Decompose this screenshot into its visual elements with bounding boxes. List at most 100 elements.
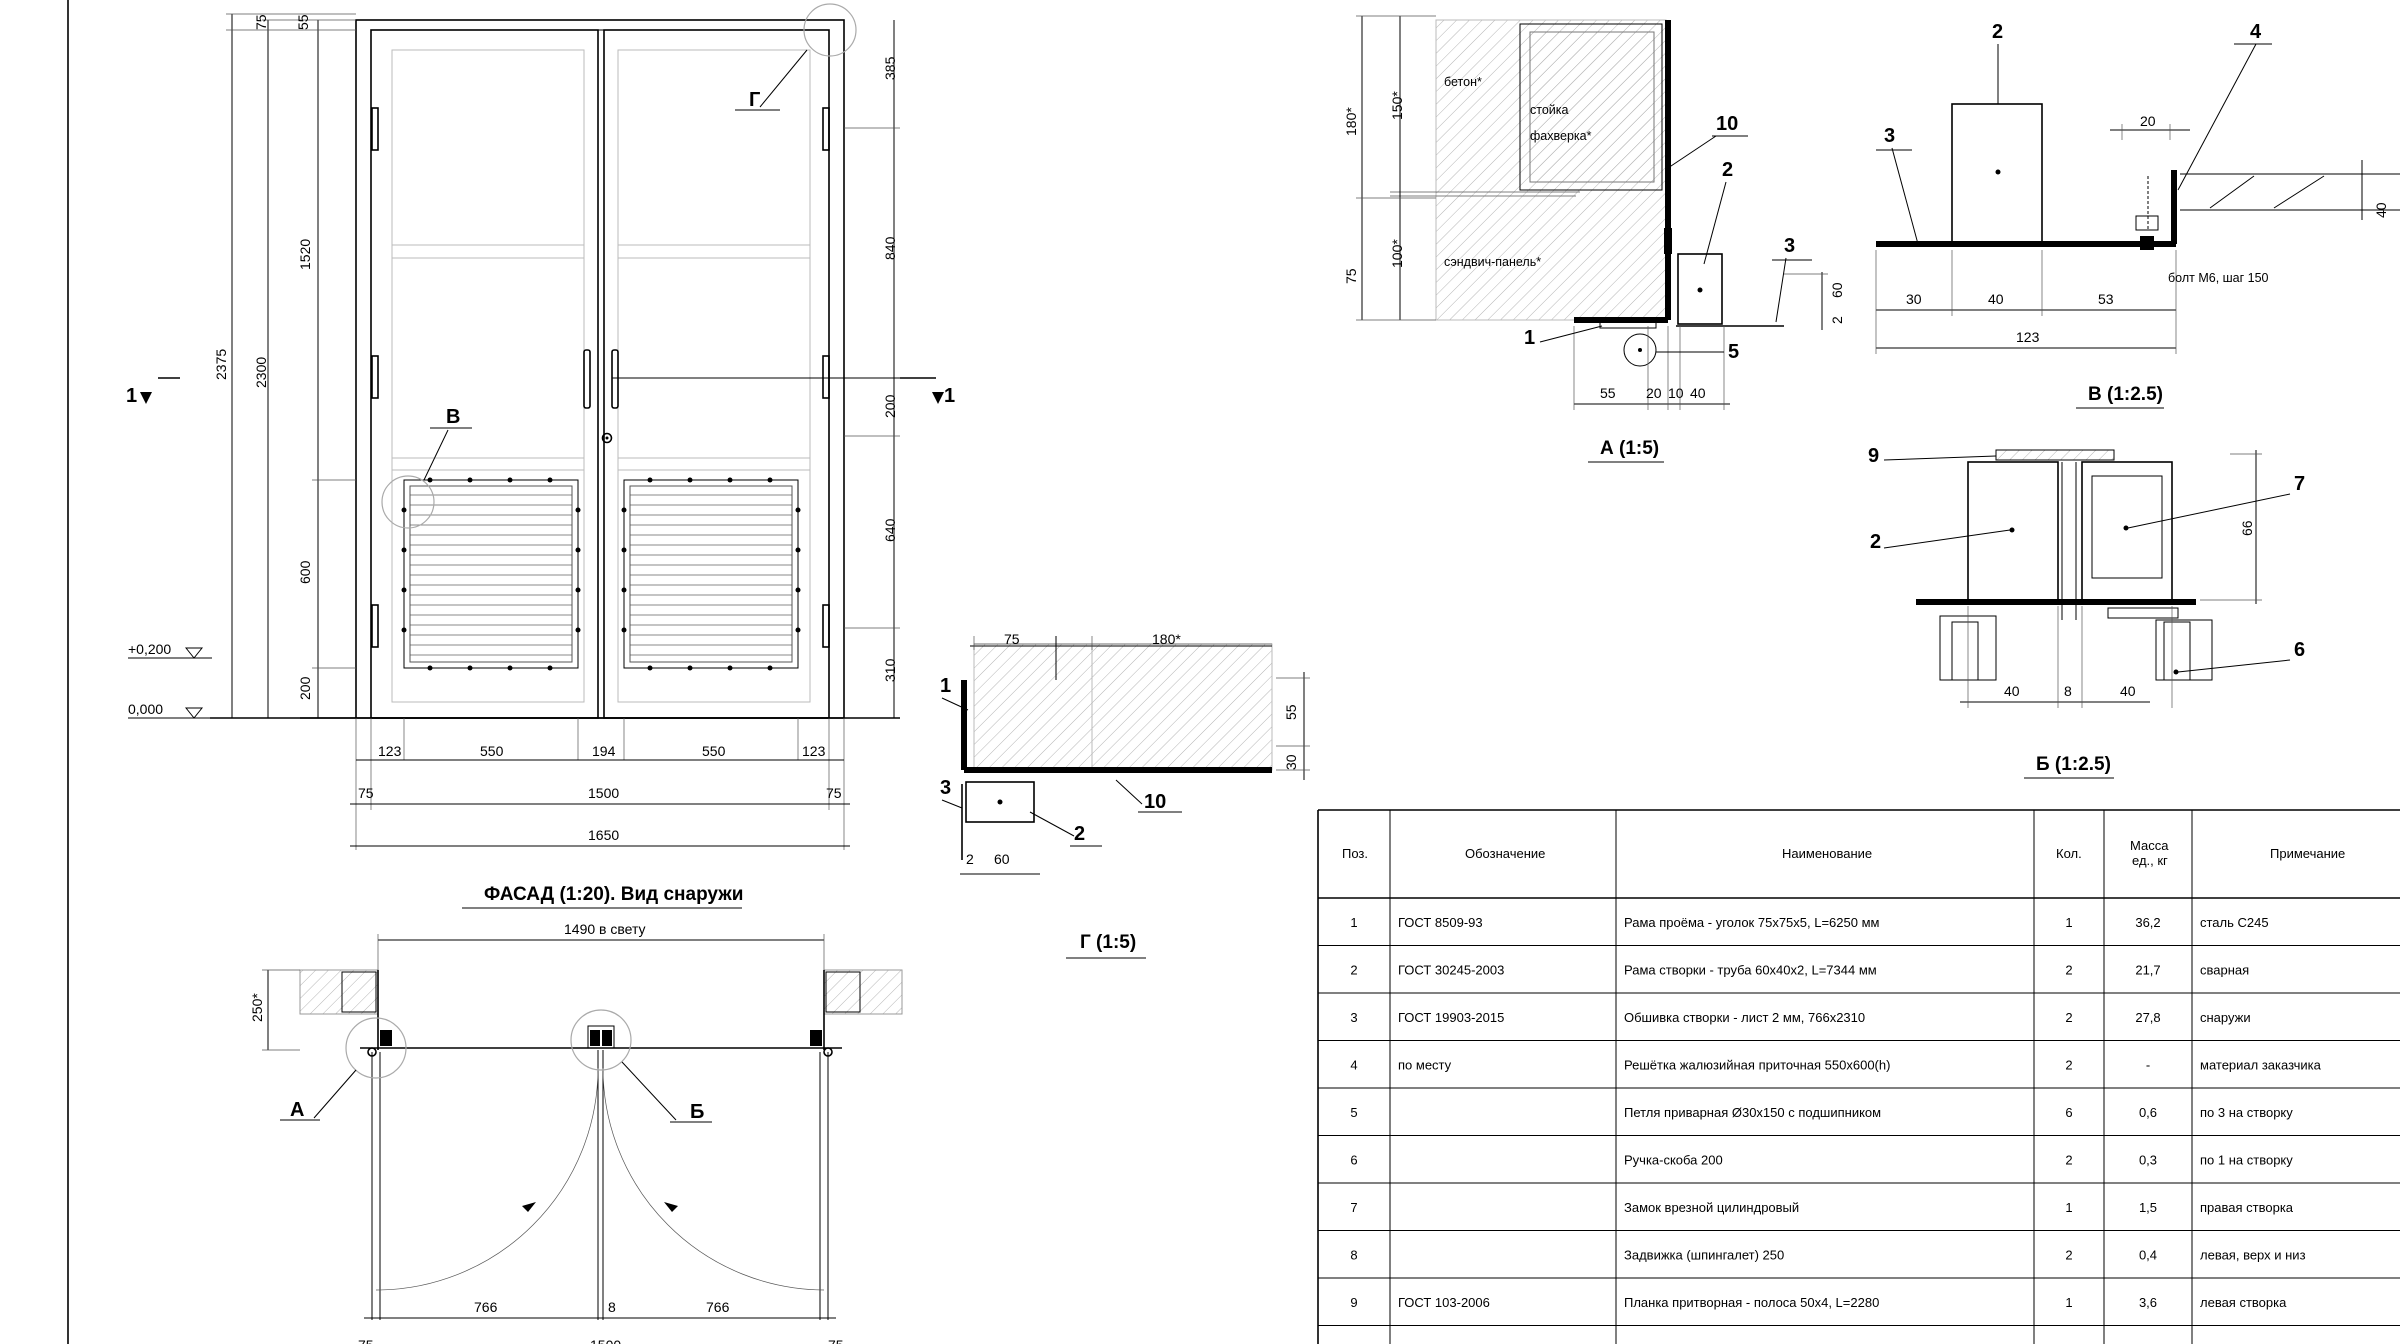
callout-label-g: Г — [749, 89, 760, 111]
dim-left-55: 55 — [295, 14, 311, 30]
plan-dim-wall: 250* — [249, 993, 265, 1022]
detail-g-pos-2: 2 — [1074, 823, 1085, 845]
spec-cell: по 3 на створку — [2200, 1105, 2293, 1120]
detail-v: 30 40 53 123 20 40 болт М6, шаг 150 2 4 … — [1875, 21, 2400, 409]
spec-header-pos: Поз. — [1342, 846, 1368, 861]
plan-dim-1500: 1500 — [590, 1337, 621, 1344]
detail-b-pos-2: 2 — [1870, 531, 1881, 553]
spec-header-note: Примечание — [2270, 846, 2345, 861]
spec-cell: 8 — [1350, 1247, 1357, 1262]
spec-cell: Рама проёма - уголок 75x75x5, L=6250 мм — [1624, 915, 1880, 930]
plan-dim-75b: 75 — [828, 1337, 844, 1344]
spec-cell: 3 — [1350, 1010, 1357, 1025]
detail-g-pos-1: 1 — [940, 675, 951, 697]
spec-cell: 1 — [1350, 915, 1357, 930]
spec-row: 1 ГОСТ 8509-93 Рама проёма - уголок 75x75x… — [1350, 915, 2268, 930]
spec-cell: 21,7 — [2135, 962, 2160, 977]
callout-circle-a — [345, 1017, 407, 1079]
dim-right-640: 640 — [882, 518, 898, 542]
detail-a-note-post: стойка — [1530, 103, 1569, 117]
dim-bottom-194: 194 — [592, 743, 616, 759]
hinge-right-bottom — [822, 604, 830, 648]
detail-a-pos-10: 10 — [1716, 113, 1738, 135]
facade-caption: ФАСАД (1:20). Вид снаружи — [484, 884, 743, 905]
plan-section: А Б 1490 в свету 250* 766 8 766 1500 75 … — [249, 921, 903, 1344]
dim-left-1520: 1520 — [297, 239, 313, 270]
spec-cell: 9 — [1350, 1295, 1357, 1310]
spec-cell: Рама створки - труба 60x40x2, L=7344 мм — [1624, 962, 1877, 977]
spec-cell: 7 — [1350, 1200, 1357, 1215]
hinge-left-top — [371, 107, 379, 151]
dim-left-2375: 2375 — [213, 349, 229, 380]
hinge-right-top — [822, 107, 830, 151]
detail-v-dim-123: 123 — [2016, 329, 2040, 345]
detail-a-dim-180: 180* — [1343, 107, 1359, 136]
detail-v-dim-53: 53 — [2098, 291, 2114, 307]
detail-b-pos-9: 9 — [1868, 445, 1879, 467]
detail-g: 1 3 2 10 75 180* 55 30 2 60 Г (1:5) — [940, 631, 1310, 959]
spec-cell: 6 — [2065, 1105, 2072, 1120]
spec-row: 4 по месту Решётка жалюзийная приточная 55… — [1350, 1057, 2321, 1072]
dim-bottom-123a: 123 — [378, 743, 402, 759]
callout-label-b: Б — [690, 1101, 704, 1123]
detail-a-caption: А (1:5) — [1600, 438, 1659, 459]
detail-a-dim-55: 55 — [1600, 385, 1616, 401]
spec-cell: 0,4 — [2139, 1247, 2157, 1262]
detail-a-dim-2: 2 — [1829, 316, 1845, 324]
callout-circle-b — [570, 1009, 632, 1071]
spec-cell: сварная — [2200, 962, 2249, 977]
spec-cell: 4 — [1350, 1057, 1357, 1072]
spec-cell: по месту — [1398, 1057, 1452, 1072]
detail-g-caption: Г (1:5) — [1080, 932, 1136, 953]
grille-right — [623, 479, 799, 669]
spec-cell: Ручка-скоба 200 — [1624, 1152, 1723, 1167]
plan-dim-8: 8 — [608, 1299, 616, 1315]
spec-cell: 3,6 — [2139, 1295, 2157, 1310]
plan-dim-clear: 1490 в свету — [564, 921, 646, 937]
dim-bottom-550b: 550 — [702, 743, 726, 759]
hinge-left-bottom — [371, 604, 379, 648]
spec-cell: - — [2146, 1057, 2150, 1072]
spec-cell: 1 — [2065, 915, 2072, 930]
detail-g-dim-60: 60 — [994, 851, 1010, 867]
spec-cell: ГОСТ 8509-93 — [1398, 915, 1483, 930]
detail-g-pos-3: 3 — [940, 777, 951, 799]
spec-cell: 5 — [1350, 1105, 1357, 1120]
detail-a-note-concrete: бетон* — [1444, 75, 1482, 89]
spec-rows: 1 ГОСТ 8509-93 Рама проёма - уголок 75x75x… — [1350, 915, 2321, 1310]
facade-view: Г В 1 1 +0,200 0,000 75 2375 55 2300 152… — [126, 3, 955, 909]
detail-b-dim-8: 8 — [2064, 683, 2072, 699]
spec-cell: 1 — [2065, 1295, 2072, 1310]
detail-v-dim-20: 20 — [2140, 113, 2156, 129]
dim-left-75: 75 — [253, 14, 269, 30]
spec-cell: сталь С245 — [2200, 915, 2269, 930]
hinge-left-mid — [371, 355, 379, 399]
spec-cell: Решётка жалюзийная приточная 550x600(h) — [1624, 1057, 1890, 1072]
detail-v-dim-30: 30 — [1906, 291, 1922, 307]
spec-cell: 2 — [2065, 1010, 2072, 1025]
spec-cell: ГОСТ 103-2006 — [1398, 1295, 1490, 1310]
detail-b-pos-6: 6 — [2294, 639, 2305, 661]
detail-a: бетон* стойка фахверка* сэндвич-панель* … — [1343, 15, 1845, 463]
grille-left — [403, 479, 579, 669]
detail-v-caption: В (1:2.5) — [2088, 384, 2163, 405]
spec-cell: левая, верх и низ — [2200, 1247, 2306, 1262]
dim-right-840: 840 — [882, 236, 898, 260]
detail-a-dim-20: 20 — [1646, 385, 1662, 401]
section-mark-right: 1 — [944, 385, 955, 407]
spec-cell: правая створка — [2200, 1200, 2294, 1215]
detail-a-pos-5: 5 — [1728, 341, 1739, 363]
detail-g-dim-75: 75 — [1004, 631, 1020, 647]
detail-v-pos-2: 2 — [1992, 21, 2003, 43]
detail-b-caption: Б (1:2.5) — [2036, 754, 2111, 775]
plan-dim-766b: 766 — [706, 1299, 730, 1315]
detail-v-dim-40-right: 40 — [2373, 202, 2389, 218]
detail-a-dim-75: 75 — [1343, 268, 1359, 284]
spec-cell: ГОСТ 30245-2003 — [1398, 962, 1504, 977]
spec-cell: 27,8 — [2135, 1010, 2160, 1025]
